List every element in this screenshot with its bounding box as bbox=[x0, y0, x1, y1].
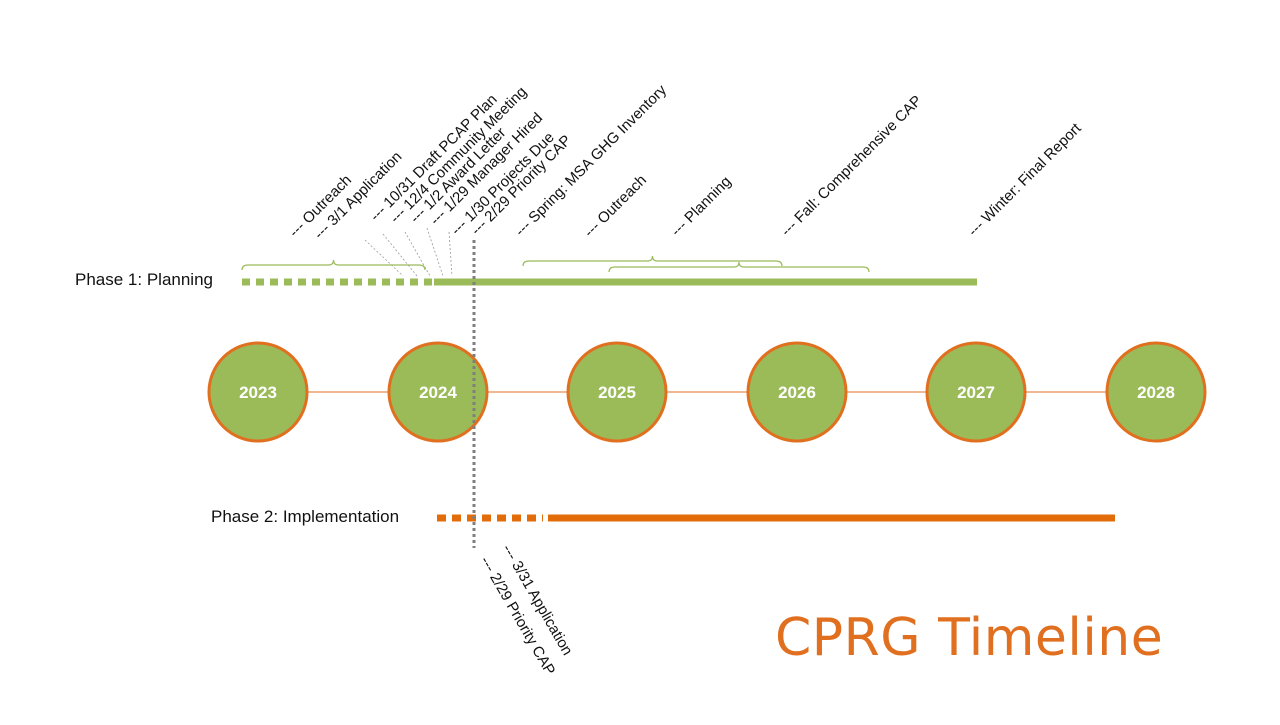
year-label-2024: 2024 bbox=[419, 383, 457, 402]
year-label-2023: 2023 bbox=[239, 383, 277, 402]
annotation-outreach-2025: --- Outreach bbox=[581, 172, 650, 241]
brace-2025-planning bbox=[608, 261, 870, 273]
year-label-2026: 2026 bbox=[778, 383, 816, 402]
phase1-label: Phase 1: Planning bbox=[75, 270, 213, 289]
milestone-leader-3 bbox=[426, 227, 444, 277]
year-label-2025: 2025 bbox=[598, 383, 636, 402]
annotation-final-report: --- Winter: Final Report bbox=[965, 119, 1085, 239]
year-circle-2024 bbox=[387, 341, 489, 443]
milestone-leader-2 bbox=[404, 231, 431, 277]
year-circle-2025 bbox=[566, 341, 668, 443]
year-circle-2028 bbox=[1105, 341, 1207, 443]
milestone-leader-1 bbox=[382, 233, 418, 277]
phase2-label: Phase 2: Implementation bbox=[211, 507, 400, 526]
page-title: CPRG Timeline bbox=[775, 608, 1164, 668]
milestone-leader-4 bbox=[448, 231, 453, 277]
annotation-comprehensive-cap: --- Fall: Comprehensive CAP bbox=[778, 92, 926, 240]
year-circle-2027 bbox=[925, 341, 1027, 443]
milestone-leader-0 bbox=[364, 239, 404, 277]
brace-2023-outreach bbox=[241, 259, 426, 271]
year-circle-2026 bbox=[746, 341, 848, 443]
annotation-planning-2025: --- Planning bbox=[668, 173, 735, 240]
year-label-2028: 2028 bbox=[1137, 383, 1175, 402]
year-circle-2023 bbox=[207, 341, 309, 443]
year-label-2027: 2027 bbox=[957, 383, 995, 402]
brace-2025-outreach bbox=[522, 255, 783, 267]
